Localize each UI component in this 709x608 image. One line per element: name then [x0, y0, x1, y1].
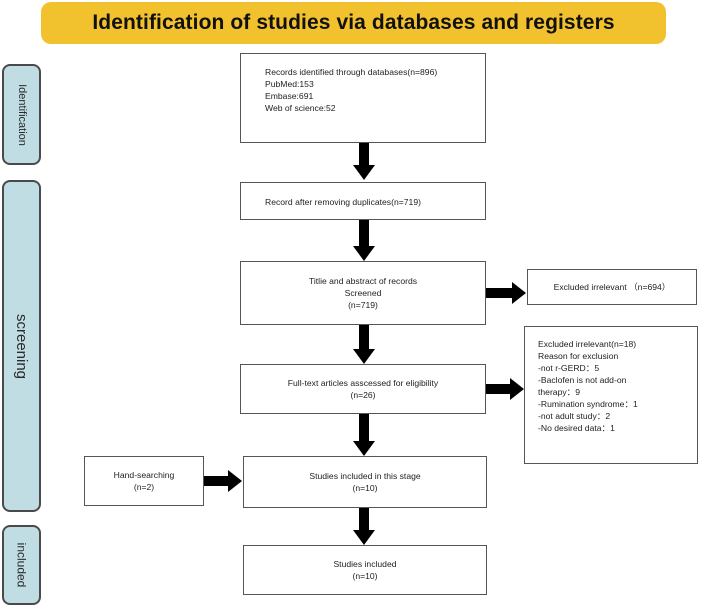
- title-abstract-line-1: Titlie and abstract of records: [308, 275, 418, 286]
- records-identified-line-4: Web of science:52: [265, 103, 336, 114]
- title-abstract-box: Titlie and abstract of records Screened …: [240, 261, 486, 325]
- phase-included: included: [2, 525, 41, 605]
- studies-included-box: Studies included (n=10): [243, 545, 487, 595]
- title-banner: Identification of studies via databases …: [41, 2, 666, 44]
- included-stage-box: Studies included in this stage (n=10): [243, 456, 487, 508]
- excluded-2-line-4: -Baclofen is not add-on: [538, 375, 627, 386]
- excluded-2-line-5: therapy：9: [538, 387, 581, 398]
- excluded-2-line-6: -Rumination syndrome：1: [538, 399, 638, 410]
- included-stage-line-1: Studies included in this stage: [309, 470, 421, 481]
- excluded-2-line-7: -not adult study：2: [538, 411, 611, 422]
- after-duplicates-line-1: Record after removing duplicates(n=719): [265, 197, 421, 207]
- title-abstract-line-3: (n=719): [348, 300, 378, 311]
- phase-screening: screening: [2, 180, 41, 512]
- excluded-2-line-3: -not r-GERD：5: [538, 363, 600, 374]
- excluded-irrelevant-1-line-1: Excluded irrelevant （n=694）: [553, 281, 671, 292]
- excluded-2-line-2: Reason for exclusion: [538, 351, 619, 362]
- studies-included-line-1: Studies included: [333, 558, 397, 569]
- after-duplicates-box: Record after removing duplicates(n=719): [240, 182, 486, 220]
- phase-identification: Identification: [2, 64, 41, 165]
- full-text-line-1: Full-text articles asscessed for eligibi…: [287, 377, 439, 388]
- studies-included-line-2: (n=10): [352, 571, 378, 581]
- excluded-irrelevant-1-box: Excluded irrelevant （n=694）: [527, 269, 697, 305]
- hand-searching-line-2: (n=2): [133, 482, 155, 492]
- diagram-title: Identification of studies via databases …: [92, 11, 615, 34]
- included-stage-line-2: (n=10): [352, 483, 378, 493]
- hand-searching-line-1: Hand-searching: [113, 469, 175, 480]
- records-identified-line-2: PubMed:153: [265, 79, 314, 90]
- excluded-irrelevant-2-box: Excluded irrelevant(n=18) Reason for exc…: [524, 326, 698, 464]
- full-text-line-2: (n=26): [350, 390, 376, 400]
- records-identified-box: Records identified through databases(n=8…: [240, 53, 486, 143]
- excluded-2-line-8: -No desired data：1: [538, 423, 615, 434]
- full-text-box: Full-text articles asscessed for eligibi…: [240, 364, 486, 414]
- phase-identification-label: Identification: [15, 83, 28, 146]
- title-abstract-line-2: Screened: [344, 287, 382, 298]
- hand-searching-box: Hand-searching (n=2): [84, 456, 204, 506]
- phase-included-label: included: [14, 542, 29, 588]
- phase-screening-label: screening: [13, 313, 31, 379]
- records-identified-line-1: Records identified through databases(n=8…: [265, 67, 438, 77]
- excluded-2-line-1: Excluded irrelevant(n=18): [538, 339, 637, 349]
- records-identified-line-3: Embase:691: [265, 91, 314, 102]
